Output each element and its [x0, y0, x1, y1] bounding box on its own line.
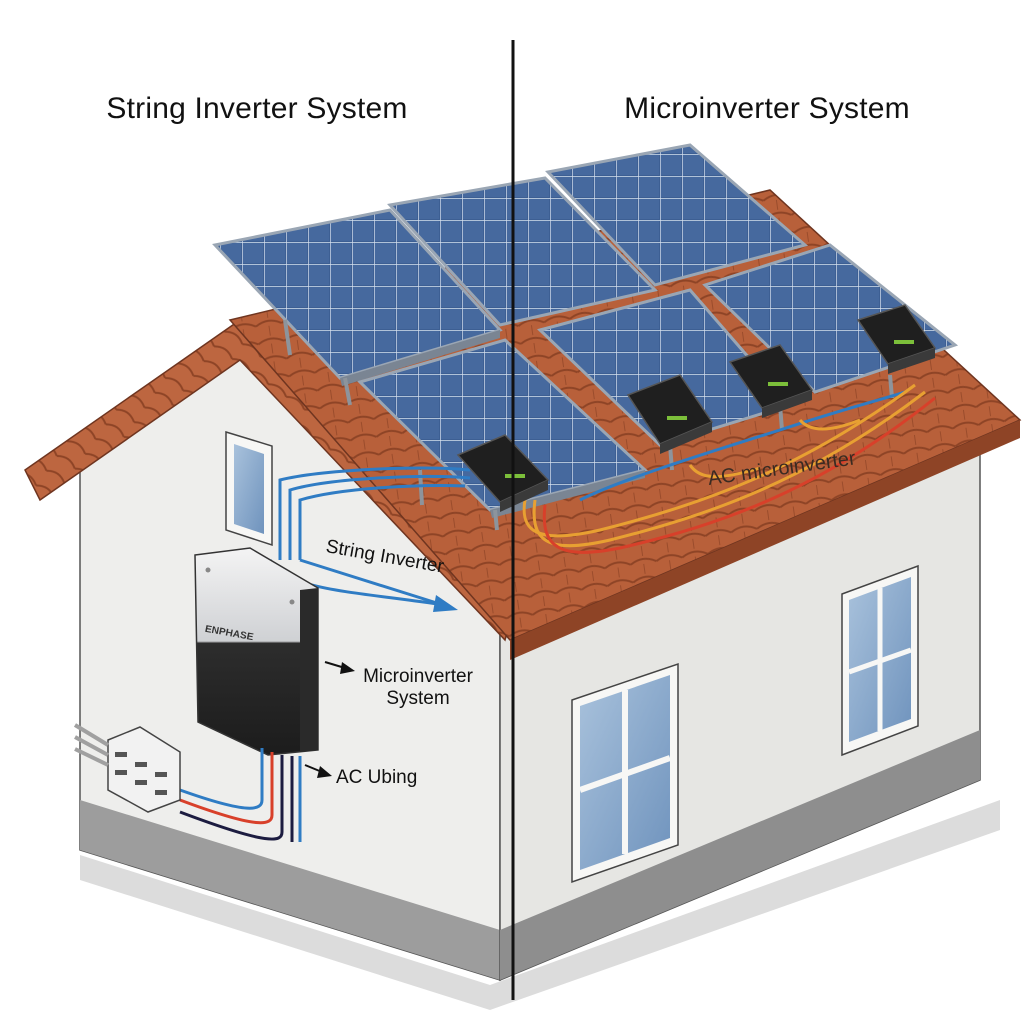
microinverter-icon	[856, 304, 937, 374]
gable-window	[225, 430, 273, 547]
inverter-wiring	[179, 748, 302, 842]
arrow-right-icon	[304, 764, 332, 778]
dc-wiring	[268, 390, 906, 607]
left-wall-base	[80, 800, 500, 980]
roof-eave	[510, 420, 1020, 660]
arrow-right-icon	[324, 661, 355, 674]
junction-box-icon	[73, 723, 181, 813]
microinverter-icon	[626, 374, 714, 454]
right-wall-window-left	[571, 662, 679, 884]
solar-panel-icon	[212, 208, 503, 386]
microinverter-system-label: Microinverter System	[363, 666, 473, 709]
string-inverter-icon	[194, 547, 319, 756]
solar-panel-icon	[387, 176, 658, 327]
ground-shadow	[80, 800, 1000, 1010]
ac-ubing-label: AC Ubing	[336, 767, 418, 788]
microinverter-icon	[728, 344, 814, 418]
arrow-right-icon	[299, 558, 458, 612]
microinverter-heading: Microinverter System	[624, 92, 910, 125]
right-wall-window-right	[841, 564, 919, 757]
solar-panel-icon	[545, 143, 809, 287]
right-wall-base	[500, 730, 980, 980]
ac-wiring	[522, 383, 936, 554]
string-inverter-heading: String Inverter System	[106, 92, 408, 125]
